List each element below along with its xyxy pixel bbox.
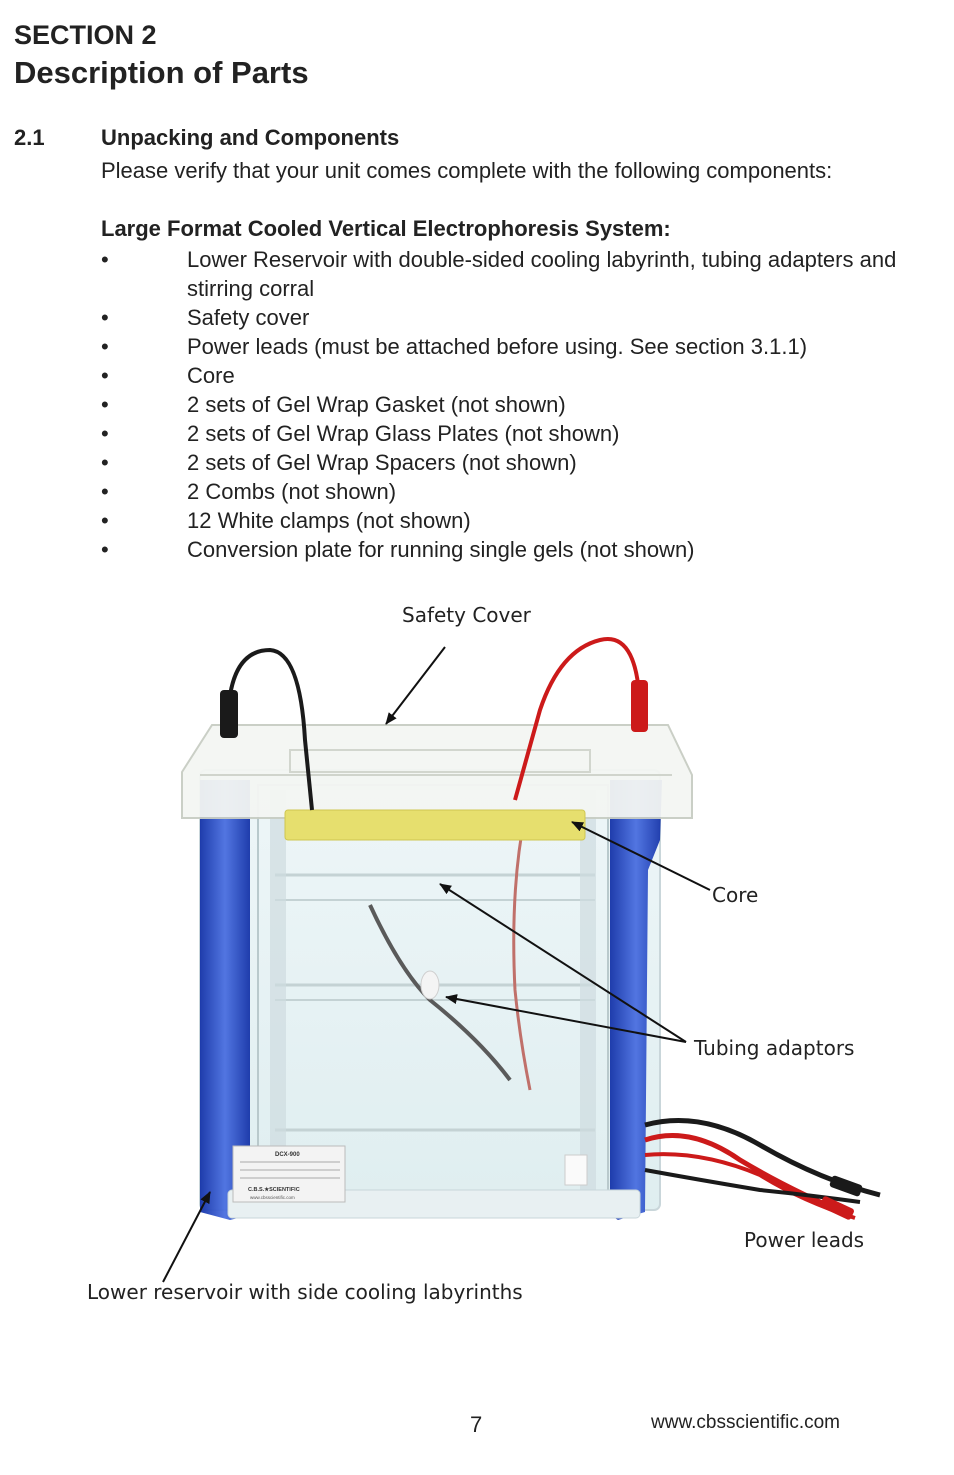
label-plate-model: DCX-900 [275, 1152, 300, 1158]
item-text: 2 sets of Gel Wrap Glass Plates (not sho… [187, 421, 620, 446]
arrow-tubing-lower [445, 994, 687, 1043]
bullet: • [101, 537, 109, 562]
list-item: • Core [101, 361, 931, 390]
item-text: 2 sets of Gel Wrap Gasket (not shown) [187, 392, 566, 417]
list-item: • 12 White clamps (not shown) [101, 506, 931, 535]
bullet: • [101, 363, 109, 388]
item-text: Safety cover [187, 305, 310, 330]
list-item: • Lower Reservoir with double-sided cooli… [101, 245, 931, 303]
bullet: • [101, 421, 109, 446]
list-item: • 2 sets of Gel Wrap Spacers (not shown) [101, 448, 931, 477]
arrow-core [571, 821, 711, 891]
item-text: Core [187, 363, 235, 388]
section-label: SECTION 2 [14, 20, 157, 50]
power-leads [644, 1118, 881, 1220]
caption-core: Core [712, 883, 759, 907]
bullet: • [101, 392, 109, 417]
subsection-title: Unpacking and Components [101, 125, 400, 150]
caption-reservoir: Lower reservoir with side cooling labyri… [87, 1280, 523, 1304]
list-item: • Safety cover [101, 303, 931, 332]
label-plate-brand: C.B.S.★SCIENTIFIC [248, 1186, 300, 1193]
red-lead-top [513, 637, 642, 801]
item-text: Power leads (must be attached before usi… [187, 334, 808, 359]
components-list: • Lower Reservoir with double-sided cooli… [101, 245, 931, 564]
list-item: • 2 sets of Gel Wrap Gasket (not shown) [101, 390, 931, 419]
item-text: 2 Combs (not shown) [187, 479, 397, 504]
website-link[interactable]: www.cbsscientific.com [651, 1412, 840, 1433]
label-plate [232, 1145, 346, 1203]
intro-text: Please verify that your unit comes compl… [101, 158, 833, 183]
item-text: Conversion plate for running single gels… [187, 537, 695, 562]
list-item: • 2 Combs (not shown) [101, 477, 931, 506]
label-plate-url: www.cbsscientific.com [250, 1195, 295, 1200]
subsection-number: 2.1 [14, 125, 45, 150]
item-text: Lower Reservoir with double-sided coolin… [187, 247, 897, 301]
bullet: • [101, 334, 109, 359]
list-item: • 2 sets of Gel Wrap Glass Plates (not sh… [101, 419, 931, 448]
list-item: • Conversion plate for running single gel… [101, 535, 931, 564]
bullet: • [101, 305, 109, 330]
caption-safety-cover: Safety Cover [402, 603, 531, 627]
core [284, 809, 586, 841]
bullet: • [101, 450, 109, 475]
bullet: • [101, 479, 109, 504]
bullet: • [101, 247, 109, 272]
bullet: • [101, 508, 109, 533]
arrow-tubing-upper [439, 883, 687, 1043]
page-number: 7 [470, 1412, 483, 1437]
black-lead-top [226, 647, 314, 811]
caption-tubing: Tubing adaptors [694, 1036, 855, 1060]
item-text: 2 sets of Gel Wrap Spacers (not shown) [187, 450, 577, 475]
safety-cover [181, 724, 693, 819]
arrow-safety-cover [385, 646, 446, 725]
section-title: Description of Parts [14, 55, 309, 90]
list-item: • Power leads (must be attached before us… [101, 332, 931, 361]
caption-power-leads: Power leads [744, 1228, 865, 1252]
item-text: 12 White clamps (not shown) [187, 508, 471, 533]
apparatus-illustration: DCX-900 C.B.S.★SCIENTIFIC www.cbsscienti… [162, 637, 881, 1283]
arrow-reservoir [162, 1191, 211, 1283]
components-title: Large Format Cooled Vertical Electrophor… [101, 216, 671, 241]
lower-reservoir: DCX-900 C.B.S.★SCIENTIFIC www.cbsscienti… [199, 769, 662, 1220]
